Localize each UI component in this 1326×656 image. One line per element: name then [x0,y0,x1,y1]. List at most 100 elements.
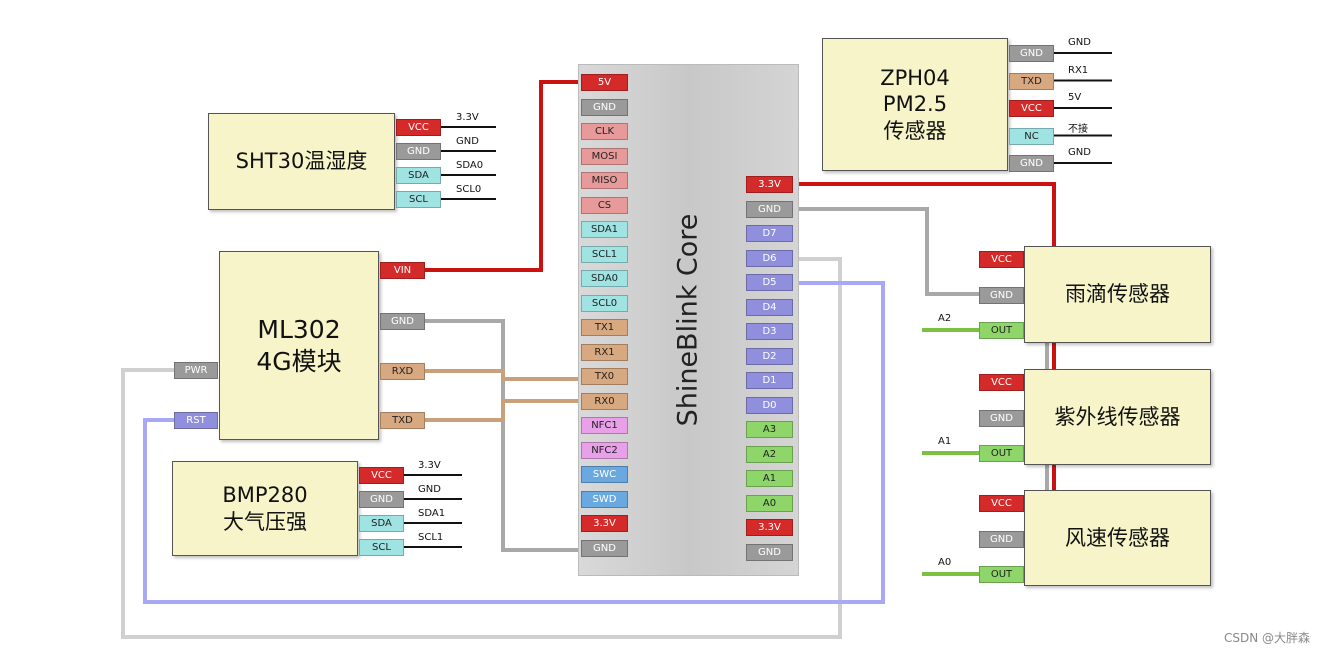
core-left-pin-7: SCL1 [581,245,628,263]
core-left-pin-10: TX1 [581,319,628,336]
sht30-wire-label-1: GND [456,136,479,147]
uv-sensor-module: 紫外线传感器 [1024,369,1211,465]
ml302-pin-pwr: PWR [174,362,218,379]
zph04-pin-2: VCC [1009,100,1054,117]
wire-ml302-gnd [425,319,581,552]
core-left-pin-14: NFC1 [581,417,628,434]
core-left-pin-11: RX1 [581,343,628,361]
zph04-pin-0: GND [1009,45,1054,62]
rain-pin-out: OUT [979,322,1024,339]
core-left-pin-16: SWC [581,466,628,483]
core-left-pin-5: CS [581,196,628,214]
core-left-pin-4: MISO [581,172,628,189]
core-left-pin-12: TX0 [581,368,628,385]
zph04-wire-label-0: GND [1068,37,1091,48]
zph04-pin-1: TXD [1009,72,1054,90]
core-right-pin-10: A3 [746,421,793,438]
sht30-wire-label-0: 3.3V [456,112,479,123]
ml302-pin-gnd: GND [380,313,425,330]
zph04-pin-4: GND [1009,155,1054,172]
wire-txd-rx0 [425,399,581,422]
sht30-wire-label-3: SCL0 [456,184,482,195]
wind-out-label: A0 [938,557,952,568]
wire-d5-rst [143,281,885,604]
sht30-wire-label-2: SDA0 [456,160,484,171]
core-left-pin-8: SDA0 [581,270,628,287]
core-right-pin-2: D7 [746,225,793,242]
core-right-pin-7: D2 [746,347,793,365]
uv-pin-out: OUT [979,445,1024,462]
core-left-pin-0: 5V [581,74,628,91]
core-left-pin-6: SDA1 [581,221,628,238]
core-left-pin-9: SCL0 [581,294,628,312]
bmp280-wire-label-1: GND [418,484,441,495]
rain-sensor-module: 雨滴传感器 [1024,246,1211,343]
rain-sensor-name: 雨滴传感器 [1065,282,1170,307]
label-stubs [404,52,1112,576]
wire-rxd-tx0 [425,369,581,381]
uv-pin-vcc: VCC [979,374,1024,391]
bmp280-pin-sda: SDA [359,515,404,532]
ml302-pin-rst: RST [174,412,218,429]
ml302-pin-txd: TXD [380,412,425,429]
core-right-pin-12: A1 [746,470,793,487]
sht30-module: SHT30温湿度 [208,113,395,210]
wire-d6-pwr [121,257,842,639]
wind-pin-vcc: VCC [979,495,1024,512]
bmp280-wire-label-2: SDA1 [418,508,446,519]
core-left-pin-3: MOSI [581,147,628,165]
core-right-pin-8: D1 [746,372,793,389]
sht30-pin-vcc: VCC [396,119,441,136]
uv-sensor-name: 紫外线传感器 [1054,404,1181,429]
bmp280-pin-vcc: VCC [359,467,404,484]
sht30-pin-scl: SCL [396,191,441,208]
core-right-pin-15: GND [746,543,793,561]
core-right-pin-13: A0 [746,494,793,512]
zph04-pin-3: NC [1009,127,1054,145]
bmp280-wire-label-3: SCL1 [418,532,444,543]
ml302-module: ML302 4G模块 [219,251,379,440]
core-right-pin-4: D5 [746,274,793,291]
bmp280-pin-gnd: GND [359,491,404,508]
core-left-pin-15: NFC2 [581,441,628,459]
sht30-name: SHT30温湿度 [235,149,368,174]
core-right-pin-11: A2 [746,445,793,463]
ml302-pin-rxd: RXD [380,363,425,380]
zph04-wire-label-2: 5V [1068,92,1082,103]
core-left-pin-2: CLK [581,123,628,140]
core-right-pin-3: D6 [746,249,793,267]
bmp280-pin-scl: SCL [359,539,404,556]
uv-out-label: A1 [938,436,952,447]
core-right-pin-1: GND [746,200,793,218]
sht30-pin-gnd: GND [396,143,441,160]
zph04-wire-label-1: RX1 [1068,64,1089,76]
ml302-pin-vin: VIN [380,262,425,279]
wind-sensor-name: 风速传感器 [1065,525,1170,550]
zph04-name: ZPH04 PM2.5 传感器 [880,66,950,143]
zph04-wire-label-4: GND [1068,147,1091,158]
core-right-pin-14: 3.3V [746,519,793,536]
watermark: CSDN @大胖森 [1223,631,1310,645]
core-right-pin-5: D4 [746,298,793,316]
uv-pin-gnd: GND [979,409,1024,427]
core-right-pin-9: D0 [746,396,793,414]
bmp280-name: BMP280 大气压强 [222,483,308,534]
core-right-pin-0: 3.3V [746,176,793,193]
bmp280-module: BMP280 大气压强 [172,461,358,556]
wind-sensor-module: 风速传感器 [1024,490,1211,586]
core-left-pin-1: GND [581,98,628,116]
core-left-pin-17: SWD [581,490,628,508]
bmp280-wire-label-0: 3.3V [418,460,441,471]
sht30-pin-sda: SDA [396,167,441,184]
rain-out-label: A2 [938,313,952,324]
rain-pin-vcc: VCC [979,251,1024,268]
rain-pin-gnd: GND [979,286,1024,304]
zph04-module: ZPH04 PM2.5 传感器 [822,38,1008,171]
wire-5v-vin [425,80,581,272]
core-right-pin-6: D3 [746,323,793,340]
core-left-pin-19: GND [581,539,628,557]
core-title: ShineBlink Core [672,213,704,427]
core-left-pin-13: RX0 [581,392,628,410]
core-left-pin-18: 3.3V [581,515,628,532]
zph04-wire-label-3: 不接 [1068,123,1088,135]
